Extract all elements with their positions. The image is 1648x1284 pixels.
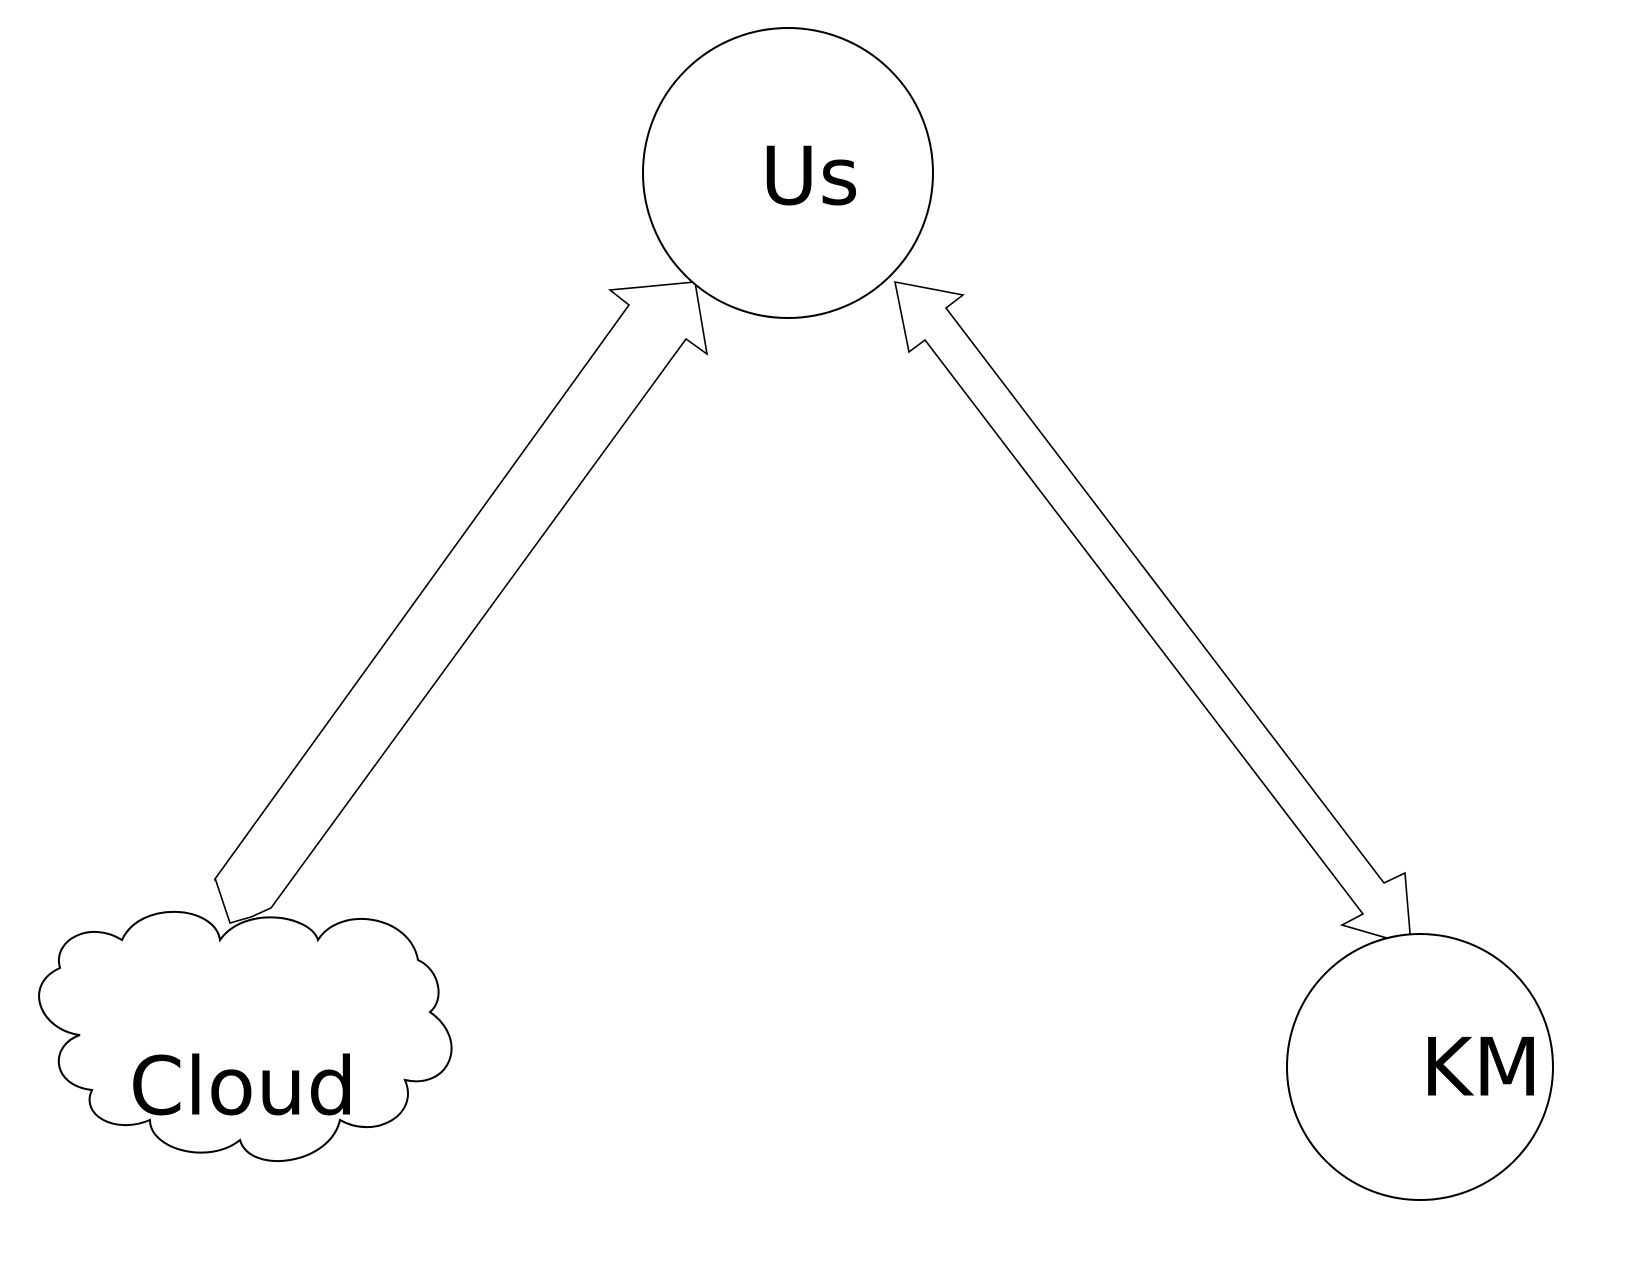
node-us-circle <box>642 27 934 319</box>
node-km-circle <box>1286 933 1554 1201</box>
double-arrow-us-cloud <box>214 281 709 924</box>
double-arrow-us-km <box>893 280 1412 947</box>
node-cloud-label: Cloud <box>129 1041 358 1134</box>
node-us: Us <box>642 27 934 319</box>
node-cloud: Cloud <box>38 910 453 1162</box>
node-km-label: KM <box>1420 1022 1541 1115</box>
cloud-icon <box>38 910 453 1162</box>
node-us-label: Us <box>760 131 860 224</box>
node-km: KM <box>1286 933 1554 1201</box>
